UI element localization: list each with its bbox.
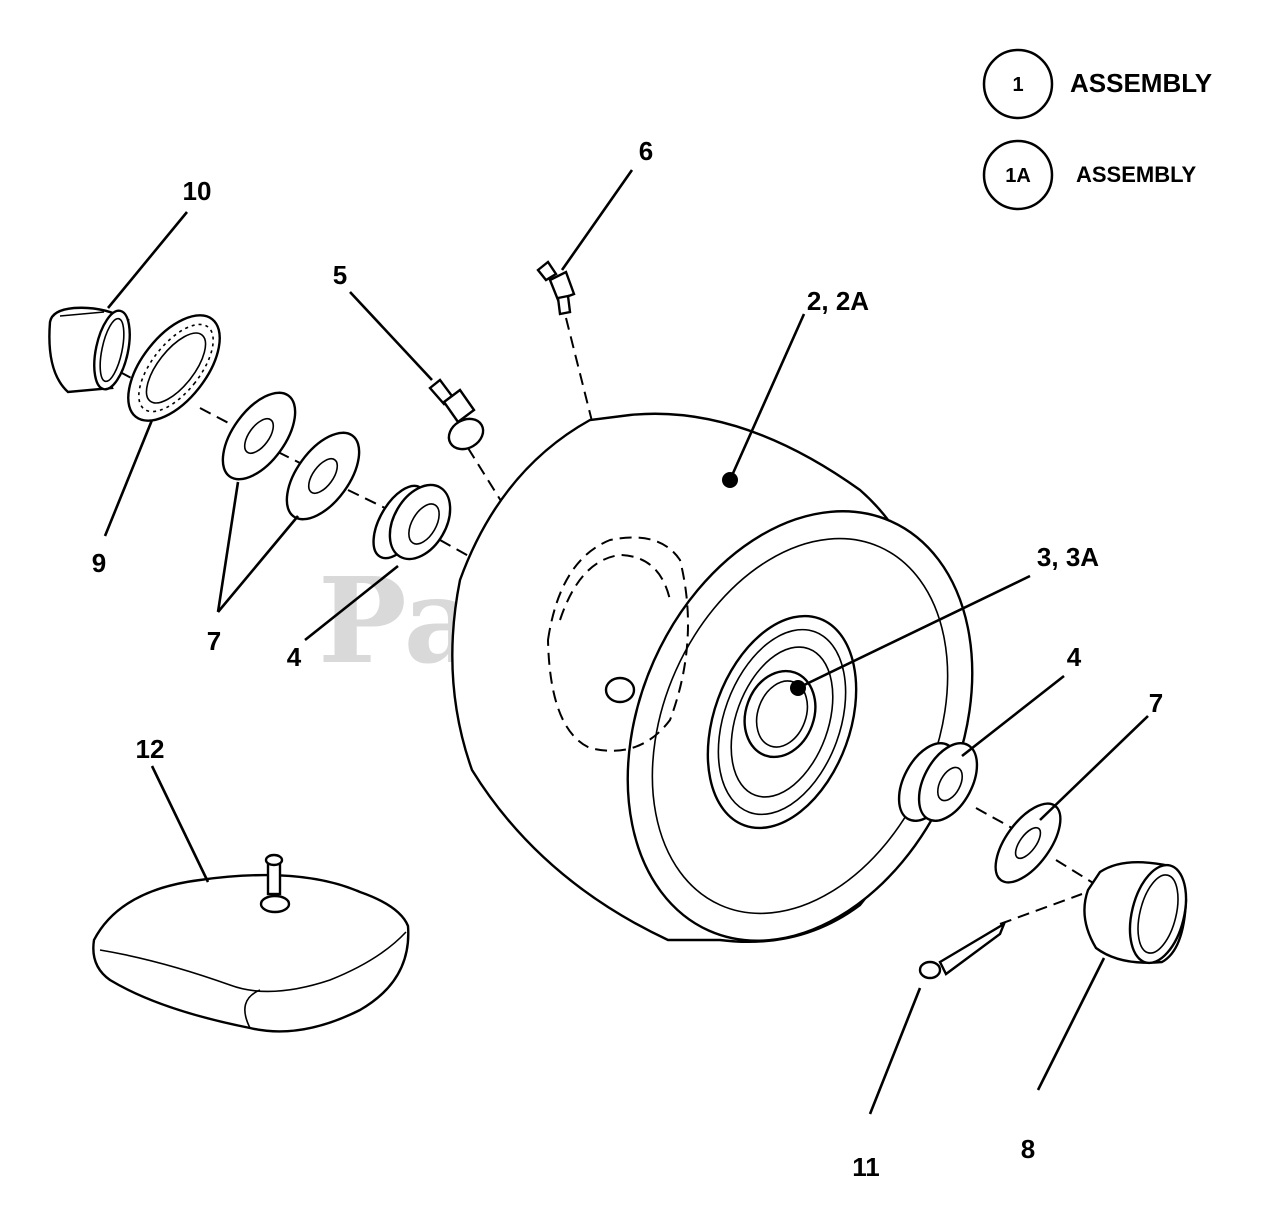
- valve-stem: [428, 378, 485, 451]
- callout-7-left: 7: [207, 626, 221, 656]
- legend-number: 1: [1012, 74, 1023, 96]
- flange-bushing-left: [372, 483, 452, 561]
- inner-tube: [92, 853, 410, 1033]
- rim: [706, 472, 858, 830]
- tire: [451, 412, 974, 943]
- legend-item-1a: 1A ASSEMBLY: [982, 139, 1197, 211]
- callout-10: 10: [183, 176, 212, 206]
- bearing: [127, 314, 221, 422]
- legend-item-1: 1 ASSEMBLY: [982, 48, 1212, 120]
- washers-left: [221, 391, 361, 521]
- callout-9: 9: [92, 548, 106, 578]
- leader-lines: [103, 169, 1149, 1115]
- callout-11: 11: [852, 1152, 880, 1182]
- legend-text: ASSEMBLY: [1070, 68, 1212, 98]
- callout-7-right: 7: [1149, 688, 1163, 718]
- flange-bushing-right: [897, 742, 979, 822]
- callout-4-right: 4: [1067, 642, 1082, 672]
- callout-6: 6: [639, 136, 653, 166]
- legend-text: ASSEMBLY: [1076, 162, 1197, 187]
- callout-2-2a: 2, 2A: [807, 286, 869, 316]
- legend-circle: [982, 48, 1054, 120]
- legend-circle: [982, 139, 1054, 211]
- callout-labels: 10 9 7 4 5 6 2, 2A 3, 3A 4 7 12 11 8: [92, 136, 1163, 1182]
- callout-5: 5: [333, 260, 347, 290]
- cotter-pin: [918, 921, 1007, 980]
- callout-4-left: 4: [287, 642, 302, 672]
- legend: 1 ASSEMBLY 1A ASSEMBLY: [982, 48, 1212, 211]
- washer-right: [994, 802, 1062, 884]
- callout-12: 12: [136, 734, 165, 764]
- callout-8: 8: [1021, 1134, 1035, 1164]
- legend-number: 1A: [1005, 165, 1031, 187]
- grease-fitting: [536, 260, 576, 316]
- bushing-cup-left: [48, 306, 131, 394]
- callout-3-3a: 3, 3A: [1037, 542, 1099, 572]
- bushing-cup-right: [1083, 861, 1188, 965]
